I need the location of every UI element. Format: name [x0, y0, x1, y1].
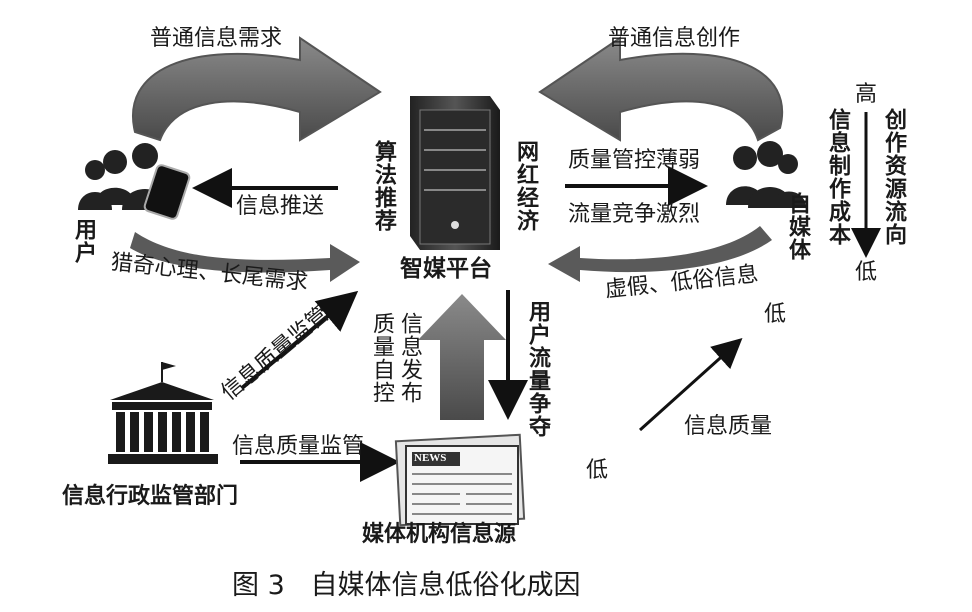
false-info-arrow [548, 226, 772, 282]
cost-low-label: 低 [855, 260, 878, 285]
cost-high-label: 高 [855, 82, 878, 107]
server-icon [410, 96, 500, 250]
publish-arrow [418, 294, 506, 420]
weak-control-label: 质量管控薄弱 [568, 148, 701, 173]
platform-label: 智媒平台 [400, 256, 492, 282]
supervise-up-arrow [240, 290, 359, 390]
flow-label: 创作资源流向 [881, 108, 906, 246]
traffic-label: 用户流量争夺 [525, 300, 550, 438]
demand-curved-arrow [132, 36, 382, 142]
news-label: NEWS [414, 452, 447, 464]
wanghong-label: 网红经济 [513, 140, 538, 232]
psych-arrow [130, 232, 360, 282]
selfcontrol-label: 质量自控 [369, 312, 394, 404]
figure-caption: 图 3 自媒体信息低俗化成因 [232, 570, 581, 601]
regulator-label: 信息行政监管部门 [62, 484, 239, 509]
self-media-label: 自媒体 [785, 192, 810, 261]
quality-low-label: 低 [586, 458, 609, 483]
quality-label: 信息质量 [684, 414, 773, 439]
supervise-right-label: 信息质量监管 [232, 434, 365, 459]
creation-curved-arrow [538, 36, 783, 142]
compete-label: 流量竞争激烈 [568, 202, 701, 227]
users-label: 用户 [71, 218, 96, 264]
government-building-icon [108, 362, 218, 464]
users-icon [78, 143, 191, 220]
newspaper-icon [394, 433, 526, 527]
creation-label: 普通信息创作 [608, 26, 741, 51]
algo-label: 算法推荐 [371, 140, 396, 232]
push-label: 信息推送 [236, 194, 325, 219]
cost-label: 信息制作成本 [825, 108, 850, 246]
quality-high-label: 低 [764, 302, 787, 327]
quality-arrow [638, 337, 743, 432]
publish-label: 信息发布 [397, 312, 422, 404]
demand-label: 普通信息需求 [150, 26, 283, 51]
media-label: 媒体机构信息源 [362, 522, 517, 547]
self-media-icon [726, 141, 806, 208]
